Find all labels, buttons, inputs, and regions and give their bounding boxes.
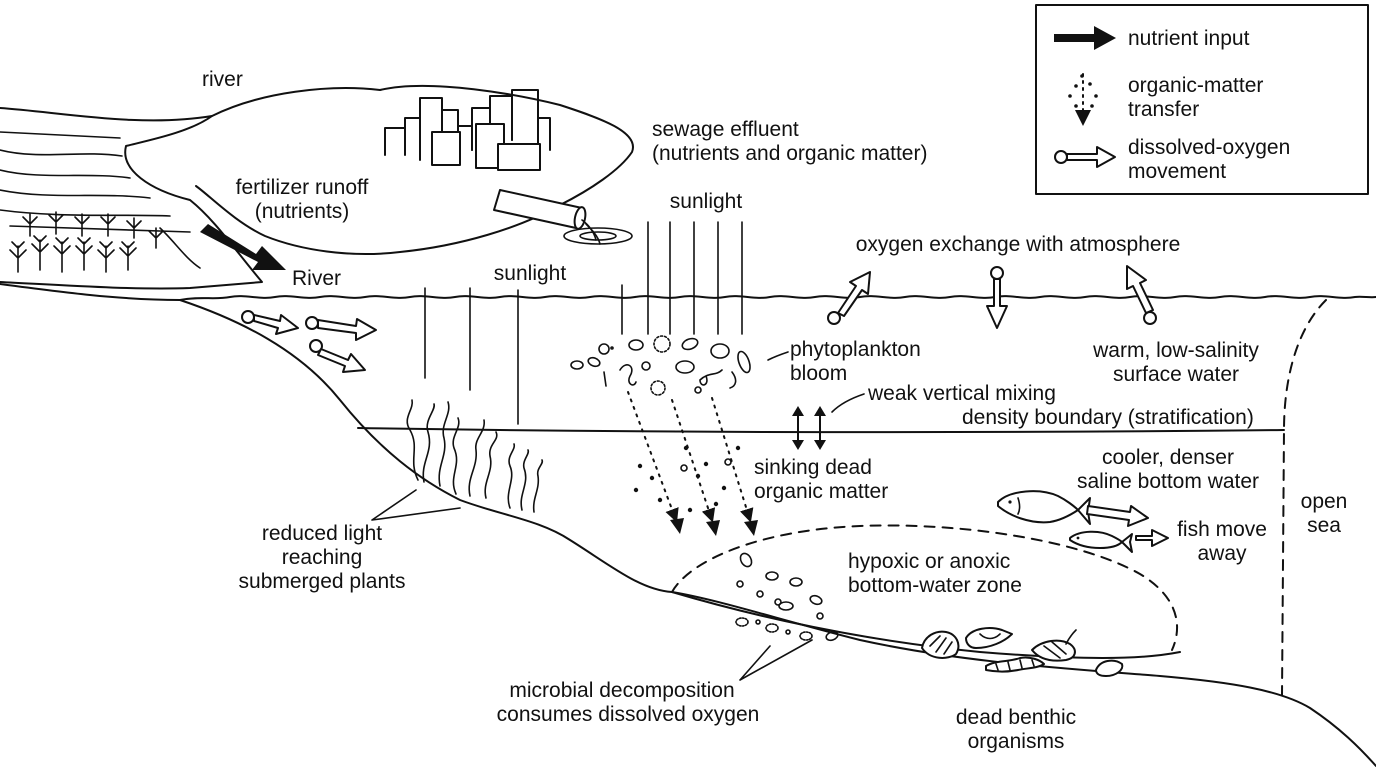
- fish-large: [997, 490, 1091, 525]
- city-land: [195, 84, 635, 255]
- label-warm-surface-1: warm, low-salinity: [1092, 339, 1259, 362]
- organic-matter-sinking-arrows: [627, 391, 758, 536]
- label-river-top: river: [202, 68, 243, 91]
- label-river-lower: River: [292, 267, 341, 290]
- label-phytoplankton-1: phytoplankton: [790, 338, 921, 361]
- label-fish-move-1: fish move: [1177, 518, 1267, 541]
- city-buildings: [384, 89, 551, 171]
- label-sinking-2: organic matter: [754, 480, 888, 503]
- legend: nutrient input organic-matter transfer d…: [1035, 4, 1369, 195]
- label-sinking-1: sinking dead: [754, 456, 872, 479]
- label-dead-benthic-1: dead benthic: [956, 706, 1076, 729]
- label-fertilizer-runoff-2: (nutrients): [255, 200, 350, 223]
- label-weak-mixing: weak vertical mixing: [867, 382, 1056, 405]
- legend-nutrient-input: nutrient input: [1128, 27, 1250, 50]
- oxygen-arrows-river: [241, 310, 377, 373]
- seafloor: [179, 299, 1376, 767]
- hypoxic-zone-outline: [671, 524, 1178, 651]
- microbes: [735, 552, 839, 642]
- legend-organic-matter-line1: organic-matter: [1128, 74, 1263, 97]
- fish-small: [1069, 530, 1133, 553]
- label-sewage-1: sewage effluent: [652, 118, 799, 141]
- legend-oxygen-line2: movement: [1128, 160, 1226, 183]
- label-open-sea-1: open: [1301, 490, 1348, 513]
- label-warm-surface-2: surface water: [1113, 363, 1239, 386]
- density-boundary: [357, 427, 1285, 434]
- oxygen-exchange-arrows: [827, 265, 1157, 329]
- label-cool-bottom-2: saline bottom water: [1077, 470, 1259, 493]
- legend-oxygen-arrow-icon: [1054, 146, 1116, 168]
- label-fertilizer-runoff-1: fertilizer runoff: [236, 176, 369, 199]
- open-sea-boundary: [1281, 299, 1327, 696]
- label-reduced-light-1: reduced light: [262, 522, 382, 545]
- label-microbial-1: microbial decomposition: [509, 679, 734, 702]
- label-microbial-2: consumes dissolved oxygen: [497, 703, 760, 726]
- label-density-boundary: density boundary (stratification): [962, 406, 1254, 429]
- legend-oxygen-line1: dissolved-oxygen: [1128, 136, 1290, 159]
- legend-organic-matter-line2: transfer: [1128, 98, 1199, 121]
- legend-nutrient-arrow-icon: [1054, 26, 1116, 50]
- label-sunlight-left: sunlight: [494, 262, 567, 285]
- label-fish-move-2: away: [1197, 542, 1247, 565]
- sunlight-rays-left: [424, 287, 519, 425]
- farm-fields: [0, 107, 263, 290]
- label-hypoxic-1: hypoxic or anoxic: [848, 550, 1010, 573]
- label-sewage-2: (nutrients and organic matter): [652, 142, 927, 165]
- sunlight-rays-right: [621, 221, 743, 335]
- label-oxygen-exchange: oxygen exchange with atmosphere: [856, 233, 1181, 256]
- water-surface: [0, 283, 1376, 301]
- label-sunlight-right: sunlight: [670, 190, 743, 213]
- label-phytoplankton-2: bloom: [790, 362, 847, 385]
- submerged-plants: [406, 399, 544, 513]
- label-hypoxic-2: bottom-water zone: [848, 574, 1022, 597]
- leader-lines: [371, 351, 813, 681]
- label-cool-bottom-1: cooler, denser: [1102, 446, 1234, 469]
- benthic-organisms: [921, 627, 1124, 677]
- fish-move-arrows: [1086, 505, 1169, 547]
- crop-plants: [9, 211, 164, 273]
- label-open-sea-2: sea: [1307, 514, 1341, 537]
- vertical-mixing-arrows: [792, 393, 865, 450]
- label-dead-benthic-2: organisms: [968, 730, 1065, 753]
- legend-organic-matter-icon: [1068, 73, 1098, 126]
- sewage-pipe: [493, 189, 633, 245]
- organic-matter-particles: [633, 445, 741, 513]
- label-reduced-light-2: reaching: [282, 546, 363, 569]
- label-reduced-light-3: submerged plants: [239, 570, 406, 593]
- phytoplankton-bloom: [570, 335, 751, 396]
- nutrient-input-arrow: [200, 224, 286, 270]
